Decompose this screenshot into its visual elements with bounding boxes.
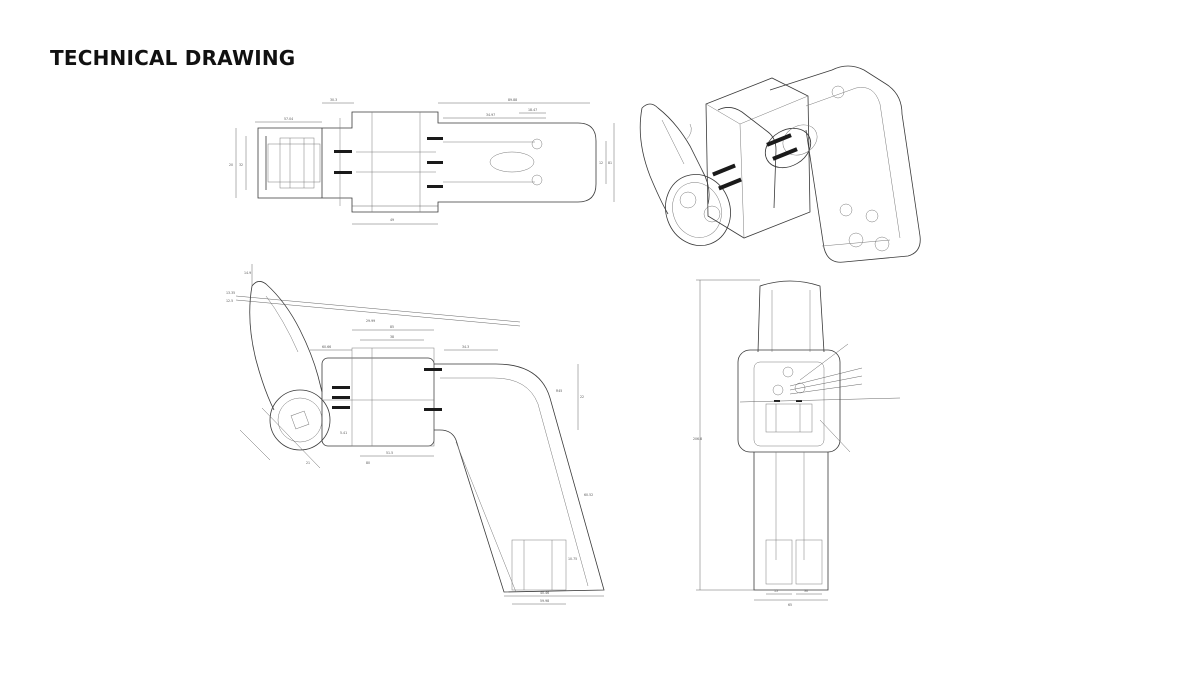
- page-title: TECHNICAL DRAWING: [50, 46, 296, 70]
- dim-top-1: 89.88: [508, 98, 517, 102]
- dim-top-3: 34.97: [486, 113, 495, 117]
- dim-side-5: R45: [556, 389, 562, 393]
- dim-front-0: 206.8: [693, 437, 702, 441]
- dim-side-8: 13.35: [226, 291, 235, 295]
- dim-side-16: 59.98: [540, 599, 549, 603]
- dim-side-15: 40.46: [540, 591, 549, 595]
- dim-side-1: 85: [390, 325, 394, 329]
- dim-top-4: 18.47: [528, 108, 537, 112]
- top-view: 30.3 89.88 57.04 34.97 18.47 20 32 12 49…: [229, 98, 615, 225]
- front-view: 206.8 15 65 30: [693, 279, 901, 607]
- dim-side-11: 80: [366, 461, 370, 465]
- dim-top-6: 32: [239, 163, 243, 167]
- isometric-view: [639, 65, 921, 263]
- dim-side-6: 22: [580, 395, 584, 399]
- dim-front-2: 65: [788, 603, 792, 607]
- dim-side-13: 21: [306, 461, 310, 465]
- dim-top-5: 20: [229, 163, 233, 167]
- dim-side-0: 14.9: [244, 271, 251, 275]
- dim-side-4: 34.3: [462, 345, 469, 349]
- dim-side-3: 60.66: [322, 345, 331, 349]
- dim-side-12: 5.41: [340, 431, 347, 435]
- dim-top-2: 57.04: [284, 117, 293, 121]
- dim-top-0: 30.3: [330, 98, 337, 102]
- dim-side-14: 60.52: [584, 493, 593, 497]
- dim-front-1: 15: [774, 589, 778, 593]
- dim-top-9: 81: [608, 161, 612, 165]
- dim-side-17: 10.75: [568, 557, 577, 561]
- dim-side-9: 12.5: [226, 299, 233, 303]
- dim-side-7: 29.99: [366, 319, 375, 323]
- dim-top-8: 49: [390, 218, 394, 222]
- side-view: 14.9 85 38 60.66 34.3 R45 22 29.99 13.35…: [226, 264, 605, 605]
- dim-top-7: 12: [599, 161, 603, 165]
- dim-front-3: 30: [804, 589, 808, 593]
- dim-side-10: 51.5: [386, 451, 393, 455]
- dim-side-2: 38: [390, 335, 394, 339]
